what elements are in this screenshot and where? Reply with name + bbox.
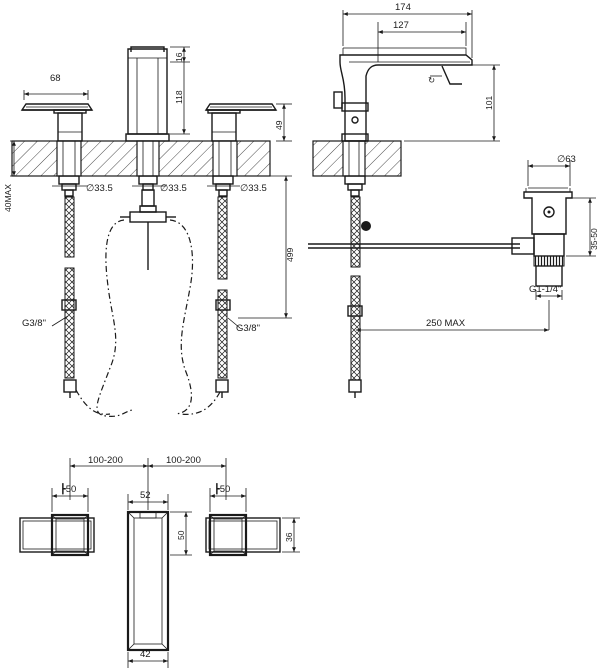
dim-depth-total: 174 xyxy=(395,2,411,13)
drain-assembly xyxy=(511,187,573,287)
right-fitting xyxy=(212,175,234,197)
dim-hose-length: 499 xyxy=(285,248,295,262)
left-fitting xyxy=(58,175,80,197)
side-hose-upper xyxy=(350,196,361,268)
dim-spout-base: 42 xyxy=(140,649,151,660)
dim-depth-spout: 127 xyxy=(393,20,409,31)
left-hose-upper xyxy=(64,196,75,258)
dim-side-height: 101 xyxy=(484,96,494,110)
left-handle xyxy=(20,103,94,142)
hose-loop-dashed xyxy=(96,219,194,417)
dim-thread-right: G3/8" xyxy=(236,323,260,334)
dim-handle-height: 49 xyxy=(274,120,284,130)
dim-rod-max: 250 MAX xyxy=(426,318,466,329)
right-hose-lower xyxy=(217,289,228,379)
dim-hole-center: ∅33.5 xyxy=(160,183,187,194)
left-hose-lower xyxy=(64,267,75,379)
dim-handle-square-left: ┣50 xyxy=(60,482,76,495)
dim-drain-range: 35-50 xyxy=(589,228,599,250)
dim-deck-max: 40MAX xyxy=(3,184,13,212)
side-hose-lower xyxy=(350,275,361,381)
front-view: 68 16 118 49 40MAX ∅33.5 ∅33.5 ∅33.5 499… xyxy=(3,46,295,417)
svg-text:↻: ↻ xyxy=(428,75,435,85)
spout-front xyxy=(125,46,170,142)
center-connector xyxy=(120,189,176,270)
dim-spout-top-width: 52 xyxy=(140,490,151,501)
right-hose-upper xyxy=(217,196,228,280)
dim-spacing-left: 100-200 xyxy=(88,455,123,466)
dim-drain-diameter: ∅63 xyxy=(557,154,576,165)
right-handle-top xyxy=(205,513,281,557)
dim-handle-depth: 36 xyxy=(284,532,294,542)
side-body: ↻ xyxy=(333,47,473,142)
dim-hole-left: ∅33.5 xyxy=(86,183,113,194)
dim-handle-width: 68 xyxy=(50,73,61,84)
dim-spacing-right: 100-200 xyxy=(166,455,201,466)
center-fitting xyxy=(138,175,158,191)
dim-drain-thread: G1-1/4" xyxy=(529,284,561,295)
right-handle xyxy=(204,103,278,142)
side-view: ↻ 174 xyxy=(308,2,599,398)
dim-hole-right: ∅33.5 xyxy=(240,183,267,194)
dim-handle-square-right: ┣50 xyxy=(214,482,230,495)
drain-thread-knurl xyxy=(533,255,565,267)
spout-top xyxy=(126,510,170,652)
dim-spout-depth: 50 xyxy=(176,530,186,540)
dim-thread-left: G3/8" xyxy=(22,318,46,329)
left-handle-top xyxy=(19,513,95,557)
top-view: 100-200 100-200 xyxy=(19,455,300,668)
dim-spout-cap: 16 xyxy=(174,52,184,62)
dim-spout-height: 118 xyxy=(174,90,184,104)
